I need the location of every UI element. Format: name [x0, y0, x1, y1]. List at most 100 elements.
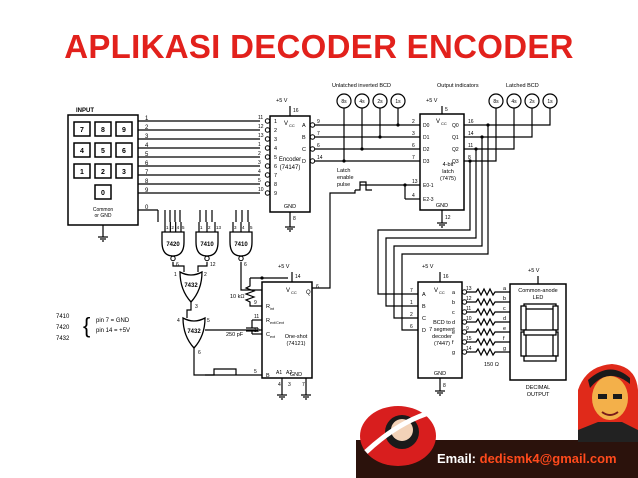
decoder-input-label: B [422, 304, 426, 310]
oneshot-part: (74121) [287, 341, 306, 347]
oneshot-a-label: A1 [276, 370, 282, 376]
latch-input-label: D2 [423, 147, 430, 153]
latch-input-label: D1 [423, 135, 430, 141]
decoder-pin: 9 [466, 326, 469, 332]
oneshot-gnd: GND [290, 372, 302, 378]
decoder-pin: 2 [410, 312, 413, 318]
oneshot-pin: 4 [278, 382, 281, 388]
oneshot-supply: +5 V [278, 264, 290, 270]
latch-input-label: D0 [423, 123, 430, 129]
oneshot-vcc-sub: CC [291, 290, 297, 295]
indicator-label: 8s [493, 99, 499, 105]
latch-output-label: Q3 [452, 159, 459, 165]
gate-pin: 5 [250, 225, 253, 230]
encoder-pin: 2 [258, 151, 261, 157]
inversion-bubble [461, 339, 468, 345]
bcd-feed-wire [385, 149, 477, 307]
resistor-label: 10 kΩ [230, 294, 245, 300]
enable-pulse [355, 181, 372, 191]
latch-output-label: Q1 [452, 135, 459, 141]
gate-pin: 12 [210, 262, 216, 268]
keypad-key [94, 121, 112, 137]
latch-pin: 11 [468, 143, 473, 149]
latch-name: latch [442, 169, 454, 175]
display-pin-label: d [503, 316, 506, 322]
decoder-supply: +5 V [422, 264, 434, 270]
display-supply: +5 V [528, 268, 540, 274]
pin-note-part: 7410 [56, 314, 70, 320]
decoder-pin: 1 [410, 300, 413, 306]
indicator-wire [464, 108, 551, 126]
latch-enable-label: E0-1 [423, 183, 434, 189]
segment-resistor [467, 337, 510, 347]
encoder-input-label: 4 [274, 146, 277, 152]
latch-pin: 5 [445, 107, 448, 113]
encoder-input-label: 5 [274, 155, 277, 161]
gate-link-wire [193, 348, 262, 376]
segment-resistor [467, 327, 510, 337]
gate-pin: 4 [177, 225, 180, 230]
resistor [244, 278, 262, 307]
decoder-pin: 7 [410, 288, 413, 294]
inversion-bubble [309, 158, 316, 164]
oneshot-input-sub: ext [270, 335, 276, 339]
encoder-pin: 9 [317, 119, 320, 125]
display-title: Common-anode [518, 288, 557, 294]
indicator-label: 1s [547, 99, 553, 105]
junction-dot [480, 135, 484, 139]
keypad-key-label: 2 [101, 169, 105, 176]
inversion-bubble [264, 127, 271, 133]
slide-title: APLIKASI DECODER ENCODER [64, 28, 574, 65]
oneshot-q-label: Q [306, 290, 311, 296]
decoder-name: decoder [432, 334, 452, 340]
input-line-label: 4 [145, 143, 149, 149]
input-line-label: 6 [145, 161, 149, 167]
oneshot-pin: 11 [254, 314, 259, 320]
encoder-output-label: D [302, 159, 306, 165]
gate-pin: 1 [174, 272, 177, 278]
gate-link-wire [172, 262, 185, 272]
input-line-label: 9 [145, 188, 149, 194]
decoder-pin: 13 [466, 286, 472, 292]
encoder-vcc-sub: CC [289, 123, 295, 128]
decoder-output-label: c [452, 310, 455, 316]
display-pin-label: g [503, 346, 506, 352]
junction-dot [360, 147, 364, 151]
encoder-pin: 6 [317, 143, 320, 149]
latch-pin: 12 [445, 215, 451, 221]
inversion-bubble [264, 190, 271, 196]
inversion-bubble [461, 349, 468, 355]
pin-note-part: 7432 [56, 336, 70, 342]
email-address[interactable]: dedismk4@gmail.com [479, 451, 617, 466]
indicator-wire [464, 108, 533, 138]
decoder-resistor-label: 150 Ω [484, 362, 499, 368]
latch-pin: 2 [412, 119, 415, 125]
junction-dot [468, 159, 472, 163]
input-line-label: 3 [145, 134, 149, 140]
gate-pin: 1 [200, 225, 203, 230]
junction-dot [396, 123, 400, 127]
segment-resistor [467, 317, 510, 327]
bcd-feed-wire [401, 125, 489, 331]
oneshot-input-label: B [266, 373, 270, 379]
latch-gnd: GND [436, 203, 448, 209]
oneshot-input-label: R [266, 318, 270, 324]
latched-bcd-label: Latched BCD [506, 83, 539, 89]
oneshot-input-label: C [266, 332, 270, 338]
indicator-wire [464, 108, 515, 150]
latch-input-label: D3 [423, 159, 430, 165]
keypad-key [73, 121, 91, 137]
pin-note-brace: { [83, 313, 90, 338]
encoder-gnd: GND [284, 204, 296, 210]
junction-dot [486, 123, 490, 127]
input-line-label: 7 [145, 170, 149, 176]
decoder-vcc: V [434, 288, 438, 294]
email-label: Email: [437, 451, 477, 466]
keypad-key-label: 8 [101, 127, 105, 134]
gate-pin: 5 [182, 225, 185, 230]
latch-chip [419, 113, 465, 211]
latch-pin: 13 [412, 179, 418, 185]
decoder-name: 7 segment [429, 327, 455, 333]
